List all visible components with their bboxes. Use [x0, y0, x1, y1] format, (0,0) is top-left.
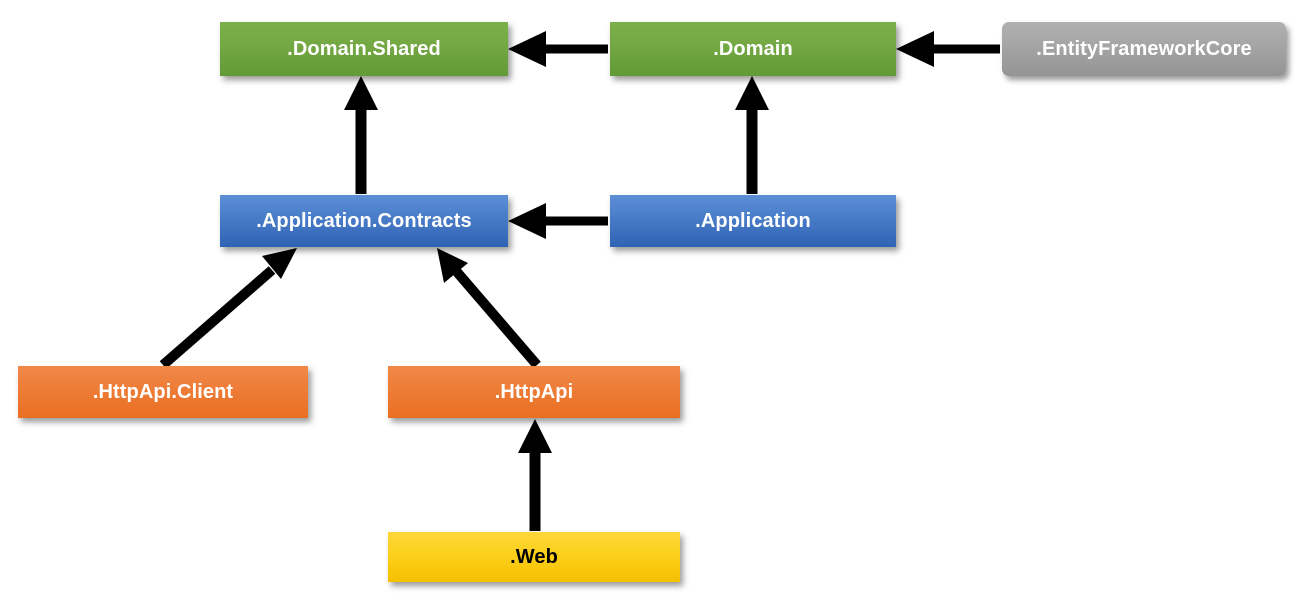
node-web[interactable]: .Web	[388, 532, 680, 582]
arrow-web-to-httpapi	[518, 419, 552, 531]
arrow-application-to-domain	[735, 76, 769, 194]
node-application-label: .Application	[695, 209, 811, 232]
node-domain-label: .Domain	[713, 37, 793, 60]
node-domain-shared-label: .Domain.Shared	[287, 37, 441, 60]
arrow-application-contracts-to-domain-shared	[344, 76, 378, 194]
node-httpapi[interactable]: .HttpApi	[388, 366, 680, 418]
arrow-httpapi-to-application-contracts	[437, 248, 541, 369]
arrow-application-to-application-contracts	[508, 203, 608, 239]
node-application-contracts-label: .Application.Contracts	[256, 209, 472, 232]
node-entity-framework-core[interactable]: .EntityFrameworkCore	[1002, 22, 1286, 76]
node-domain-shared[interactable]: .Domain.Shared	[220, 22, 508, 76]
node-web-label: .Web	[510, 545, 558, 568]
node-entity-framework-core-label: .EntityFrameworkCore	[1036, 37, 1252, 60]
node-httpapi-client-label: .HttpApi.Client	[92, 380, 234, 403]
node-application[interactable]: .Application	[610, 195, 896, 247]
node-httpapi-client[interactable]: .HttpApi.Client	[18, 366, 308, 418]
arrow-efcore-to-domain	[896, 31, 1000, 67]
node-application-contracts[interactable]: .Application.Contracts	[220, 195, 508, 247]
node-domain[interactable]: .Domain	[610, 22, 896, 76]
arrow-domain-to-domain-shared	[508, 31, 608, 67]
node-httpapi-label: .HttpApi	[494, 380, 574, 403]
arrow-httpapi-client-to-application-contracts	[159, 248, 297, 369]
